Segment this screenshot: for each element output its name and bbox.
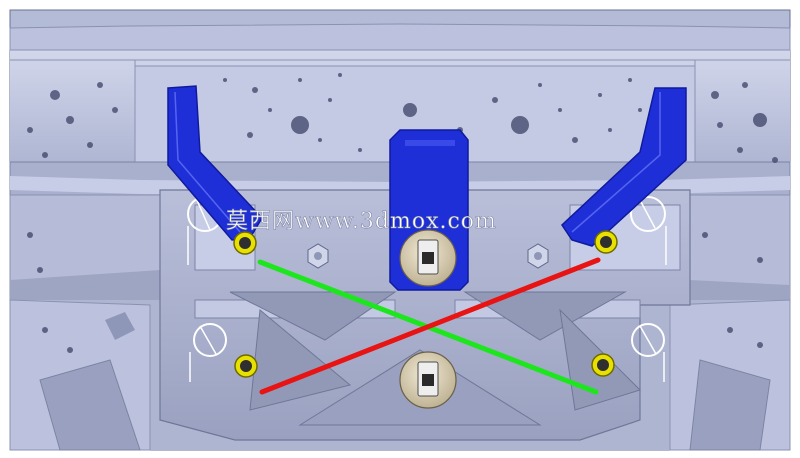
housing-hole xyxy=(112,107,118,113)
housing-hole xyxy=(87,142,93,148)
bolt-head-bottom-right xyxy=(591,353,615,377)
housing-hole xyxy=(27,127,33,133)
hole-pattern xyxy=(27,73,778,353)
red-link xyxy=(259,257,601,395)
housing-hole xyxy=(717,122,723,128)
housing-hole xyxy=(223,78,227,82)
torsion-spring-top-right xyxy=(630,196,667,265)
watermark-text: 莫西网www.3dmox.com xyxy=(226,209,497,234)
housing-hole xyxy=(67,347,73,353)
housing-hole xyxy=(97,82,103,88)
housing-hole xyxy=(558,108,562,112)
blue-lever-left xyxy=(167,85,263,241)
bolt-head-bottom-left xyxy=(234,354,258,378)
housing-hole xyxy=(711,91,719,99)
housing-hole xyxy=(403,103,417,117)
housing-hole xyxy=(318,138,322,142)
pin-bushing-lower xyxy=(399,351,457,409)
housing-hole xyxy=(742,82,748,88)
housing-hole xyxy=(247,132,253,138)
housing-hole xyxy=(628,78,632,82)
housing-hole xyxy=(492,97,498,103)
housing-hole xyxy=(66,116,74,124)
housing-hole xyxy=(328,98,332,102)
housing-hole xyxy=(42,152,48,158)
hex-bolt-right xyxy=(527,243,549,269)
pin-bushing-upper xyxy=(399,229,457,287)
bolt-head-top-left xyxy=(233,231,257,255)
blue-lever-right xyxy=(561,87,687,247)
housing-hole xyxy=(757,342,763,348)
housing-hole xyxy=(268,108,272,112)
housing-hole xyxy=(338,73,342,77)
bolt-head-top-right xyxy=(594,230,618,254)
housing-hole xyxy=(511,116,529,134)
housing-hole xyxy=(358,148,362,152)
torsion-spring-bottom-left xyxy=(189,323,227,382)
housing-hole xyxy=(702,232,708,238)
housing-hole xyxy=(252,87,258,93)
housing-hole xyxy=(42,327,48,333)
housing-hole xyxy=(598,93,602,97)
housing-hole xyxy=(572,137,578,143)
housing-hole xyxy=(727,327,733,333)
housing-hole xyxy=(608,128,612,132)
housing-hole xyxy=(757,257,763,263)
hex-bolt-left xyxy=(307,243,329,269)
housing-hole xyxy=(50,90,60,100)
housing-hole xyxy=(753,113,767,127)
housing-hole xyxy=(772,157,778,163)
housing-hole xyxy=(638,108,642,112)
housing-hole xyxy=(37,267,43,273)
housing-hole xyxy=(298,78,302,82)
housing-hole xyxy=(291,116,309,134)
torsion-spring-bottom-right xyxy=(631,323,665,382)
housing-hole xyxy=(737,147,743,153)
housing-hole xyxy=(538,83,542,87)
housing-hole xyxy=(27,232,33,238)
